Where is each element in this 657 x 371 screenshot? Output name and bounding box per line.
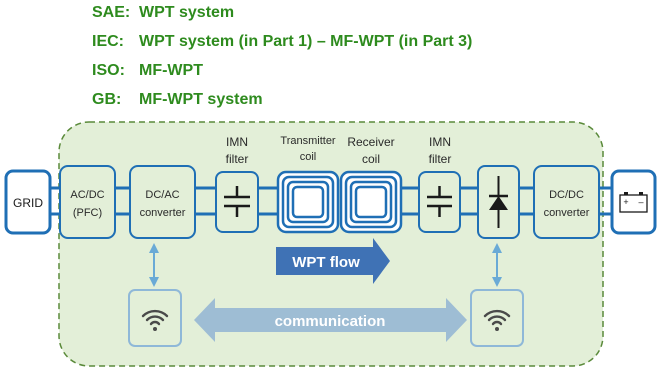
receiver-coil: Receiver coil — [339, 135, 403, 234]
grid-block: GRID — [4, 169, 52, 235]
grid-label: GRID — [13, 196, 43, 210]
standard-sae-org: SAE: — [92, 4, 130, 21]
transmitter-line1: Transmitter — [280, 135, 336, 147]
imn-right-line2: filter — [429, 152, 452, 166]
standard-iec-term: WPT system (in Part 1) – MF-WPT (in Part… — [139, 33, 472, 50]
imn-filter-left: IMN filter — [215, 135, 259, 233]
tx-coil-icon — [276, 170, 340, 234]
battery-block: + – — [610, 169, 657, 235]
communication-arrow: communication — [194, 298, 467, 342]
capacitor-icon — [224, 186, 250, 217]
battery-icon: + – — [619, 192, 648, 213]
battery-plus: + — [623, 197, 628, 207]
receiver-line1: Receiver — [347, 135, 394, 149]
transmitter-coil: Transmitter coil — [276, 135, 340, 234]
acdc-line1: AC/DC — [70, 189, 104, 201]
dcac-converter-block: DC/AC converter — [129, 165, 196, 239]
standard-gb-org: GB: — [92, 91, 121, 108]
wpt-flow-label: WPT flow — [292, 254, 360, 271]
standard-iec-org: IEC: — [92, 33, 124, 50]
rx-coil-icon — [339, 170, 403, 234]
capacitor-icon — [427, 186, 452, 217]
standard-sae-term: WPT system — [139, 4, 234, 21]
communication-label: communication — [275, 313, 386, 330]
diode-icon — [489, 176, 508, 228]
standard-iso-term: MF-WPT — [139, 62, 203, 79]
power-lines — [50, 186, 612, 216]
acdc-line2: (PFC) — [73, 207, 102, 219]
dcac-line2: converter — [140, 207, 186, 219]
standards-list: SAE: WPT system IEC: WPT system (in Part… — [92, 4, 472, 108]
rectifier-block — [477, 165, 520, 239]
wpt-flow-arrow: WPT flow — [276, 238, 390, 284]
standard-gb-term: MF-WPT system — [139, 91, 263, 108]
wifi-icon — [483, 309, 511, 331]
wireless-module-left — [128, 289, 182, 347]
imn-left-line1: IMN — [226, 135, 248, 149]
imn-filter-right: IMN filter — [418, 135, 461, 233]
transmitter-line2: coil — [300, 151, 317, 163]
wifi-icon — [141, 309, 169, 331]
dcac-line1: DC/AC — [145, 189, 179, 201]
receiver-line2: coil — [362, 152, 380, 166]
dcdc-converter-block: DC/DC converter — [533, 165, 600, 239]
dcdc-line1: DC/DC — [549, 189, 584, 201]
battery-minus: – — [638, 197, 643, 207]
standard-iso-org: ISO: — [92, 62, 125, 79]
wireless-module-right — [470, 289, 524, 347]
imn-left-line2: filter — [226, 152, 249, 166]
dcdc-line2: converter — [544, 207, 590, 219]
acdc-pfc-block: AC/DC (PFC) — [59, 165, 116, 239]
imn-right-line1: IMN — [429, 135, 451, 149]
